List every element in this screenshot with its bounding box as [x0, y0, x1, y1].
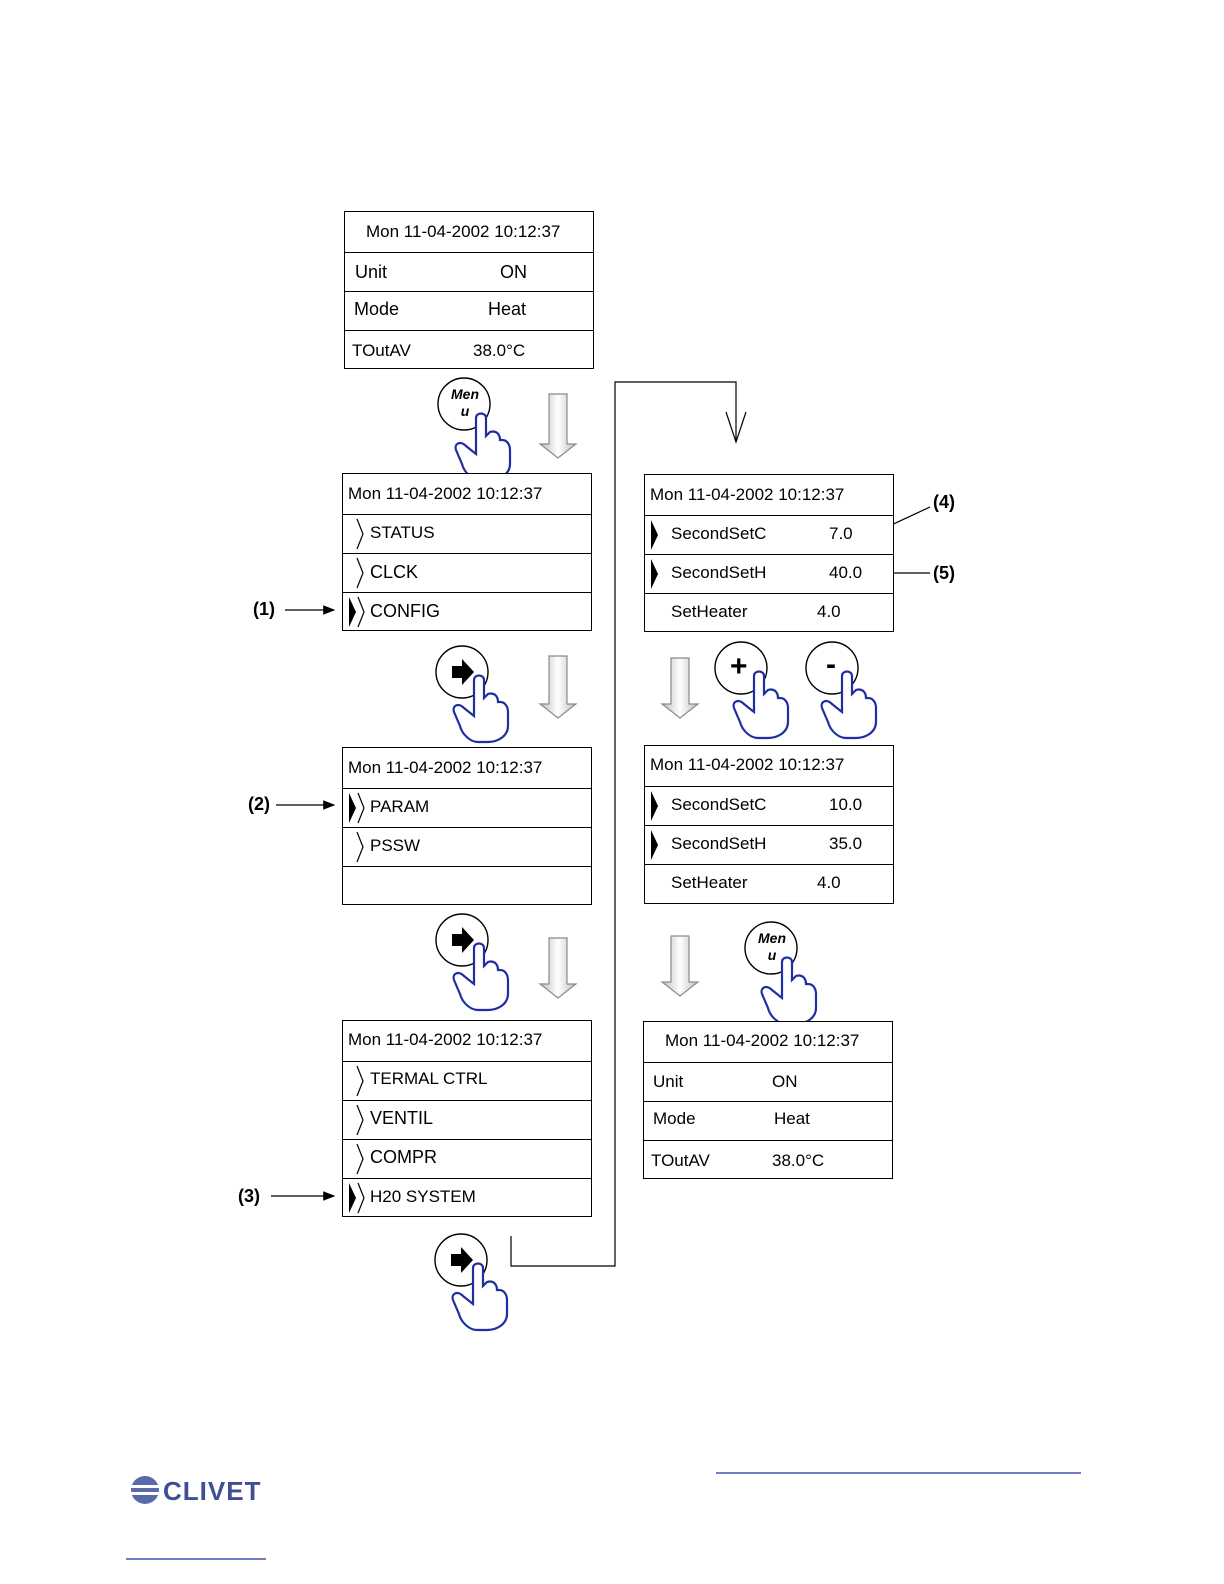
menu-item-h20-system[interactable]: H20 SYSTEM	[343, 1178, 591, 1216]
setpoint-row[interactable]: SecondSetC 7.0	[645, 515, 893, 554]
setpoint-value: 7.0	[829, 524, 853, 543]
down-arrow-icon	[538, 393, 700, 999]
menu-button-label[interactable]: Menu	[758, 930, 786, 963]
status-screen-return: Mon 11-04-2002 10:12:37 Unit ON Mode Hea…	[643, 1021, 893, 1179]
screen-header: Mon 11-04-2002 10:12:37	[348, 758, 543, 777]
screen-header: Mon 11-04-2002 10:12:37	[348, 1030, 543, 1049]
menu-item-label: STATUS	[370, 523, 435, 542]
chevron-right-icon	[356, 1065, 364, 1097]
selected-cursor-icon	[349, 792, 365, 824]
unit-label: Unit	[653, 1072, 684, 1091]
callout-2: (2)	[248, 794, 270, 814]
chevron-right-icon	[356, 1104, 364, 1136]
empty-row	[343, 866, 591, 904]
menu-item-label: PSSW	[370, 836, 421, 855]
menu-item-label: CONFIG	[370, 601, 440, 621]
mode-value: Heat	[774, 1109, 810, 1128]
clivet-logo-mark	[129, 1476, 161, 1504]
chevron-right-icon	[356, 557, 364, 589]
setpoint-row[interactable]: SetHeater 4.0	[645, 864, 893, 903]
callout-5: (5)	[933, 563, 955, 583]
menu-item-label: H20 SYSTEM	[370, 1187, 476, 1206]
setpoint-value: 35.0	[829, 834, 863, 853]
screen-header: Mon 11-04-2002 10:12:37	[348, 484, 543, 503]
setpoint-value: 40.0	[829, 563, 863, 582]
menu-item-label: VENTIL	[370, 1108, 434, 1128]
callout-4: (4)	[933, 492, 955, 512]
selected-cursor-icon	[651, 520, 658, 550]
selected-cursor-icon	[651, 830, 658, 860]
connector-line	[510, 381, 737, 1267]
setpoint-row[interactable]: SecondSetC 10.0	[645, 786, 893, 825]
tout-label: TOutAV	[352, 341, 411, 360]
menu-button-label[interactable]: Menu	[451, 386, 479, 419]
screen-header: Mon 11-04-2002 10:12:37	[665, 1031, 860, 1050]
menu-item-label: TERMAL CTRL	[370, 1069, 488, 1088]
menu-item-compr[interactable]: COMPR	[343, 1139, 591, 1178]
screen-header: Mon 11-04-2002 10:12:37	[650, 755, 845, 774]
selected-cursor-icon	[349, 596, 365, 628]
setpoint-label: SecondSetC	[671, 795, 767, 814]
setpoint-row[interactable]: SetHeater 4.0	[645, 593, 893, 631]
setpoint-value: 4.0	[817, 873, 841, 892]
selected-cursor-icon	[651, 559, 658, 589]
menu-item-param[interactable]: PARAM	[343, 788, 591, 827]
status-screen: Mon 11-04-2002 10:12:37 Unit ON Mode Hea…	[344, 211, 594, 369]
plus-button-label[interactable]: +	[730, 650, 748, 683]
tout-label: TOutAV	[651, 1151, 710, 1170]
menu-item-clck[interactable]: CLCK	[343, 553, 591, 592]
mode-label: Mode	[354, 299, 400, 319]
right-arrow-icon	[452, 927, 474, 953]
tout-value: 38.0°C	[772, 1151, 825, 1170]
setpoint-label: SetHeater	[671, 873, 748, 892]
setpoint-label: SecondSetH	[671, 834, 767, 853]
setpoint-value: 10.0	[829, 795, 863, 814]
setpoint-label: SetHeater	[671, 602, 748, 621]
menu-item-termal-ctrl[interactable]: TERMAL CTRL	[343, 1061, 591, 1100]
selected-cursor-icon	[349, 1182, 365, 1214]
setpoint-label: SecondSetC	[671, 524, 767, 543]
setpoint-label: SecondSetH	[671, 563, 767, 582]
menu-item-label: CLCK	[370, 562, 419, 582]
chevron-right-icon	[356, 831, 364, 863]
unit-value: ON	[772, 1072, 798, 1091]
chevron-right-icon	[356, 518, 364, 550]
param-menu-screen: Mon 11-04-2002 10:12:37 TERMAL CTRL VENT…	[342, 1020, 592, 1217]
minus-button-label[interactable]: -	[826, 648, 836, 681]
unit-value: ON	[500, 262, 527, 282]
setpoint-screen-before: Mon 11-04-2002 10:12:37 SecondSetC 7.0 S…	[644, 474, 894, 632]
clivet-logo: CLIVET	[163, 1476, 262, 1506]
screen-header: Mon 11-04-2002 10:12:37	[650, 485, 845, 504]
menu-item-status[interactable]: STATUS	[343, 514, 591, 553]
right-arrow-icon	[451, 1247, 473, 1273]
callout-1: (1)	[253, 599, 275, 619]
right-arrow-icon	[452, 659, 474, 685]
screen-header: Mon 11-04-2002 10:12:37	[366, 222, 561, 241]
setpoint-screen-after: Mon 11-04-2002 10:12:37 SecondSetC 10.0 …	[644, 745, 894, 904]
setpoint-row[interactable]: SecondSetH 40.0	[645, 554, 893, 593]
menu-item-label: PARAM	[370, 797, 430, 816]
connector-arrowhead	[725, 411, 747, 444]
callout-3: (3)	[238, 1186, 260, 1206]
setpoint-row[interactable]: SecondSetH 35.0	[645, 825, 893, 864]
menu-item-ventil[interactable]: VENTIL	[343, 1100, 591, 1139]
setpoint-value: 4.0	[817, 602, 841, 621]
tout-value: 38.0°C	[473, 341, 526, 360]
menu-item-config[interactable]: CONFIG	[343, 592, 591, 630]
selected-cursor-icon	[651, 791, 658, 821]
mode-value: Heat	[488, 299, 527, 319]
mode-label: Mode	[653, 1109, 696, 1128]
chevron-right-icon	[356, 1143, 364, 1175]
menu-item-label: COMPR	[370, 1147, 437, 1167]
config-menu-screen: Mon 11-04-2002 10:12:37 PARAM PSSW	[342, 747, 592, 905]
menu-item-pssw[interactable]: PSSW	[343, 827, 591, 866]
unit-label: Unit	[355, 262, 388, 282]
main-menu-screen: Mon 11-04-2002 10:12:37 STATUS CLCK CONF…	[342, 473, 592, 631]
